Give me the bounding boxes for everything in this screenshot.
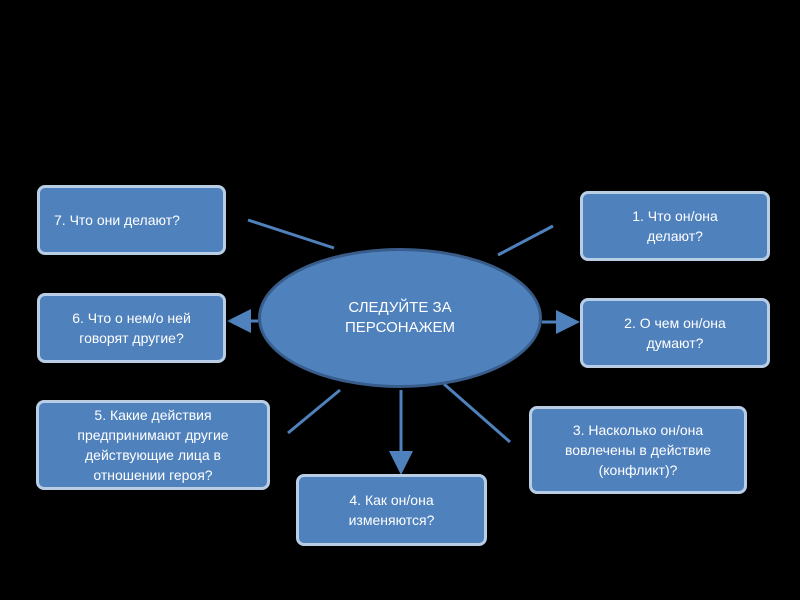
node-q2-line2: думают?: [646, 335, 704, 351]
connector-q3: [443, 382, 511, 444]
node-q2: 2. О чем он/она думают?: [580, 298, 770, 368]
node-q6-line1: 6. Что о нем/о ней: [72, 310, 191, 326]
node-q5-line2: предпринимают другие: [77, 427, 229, 443]
node-q5-line4: отношении героя?: [93, 467, 213, 483]
node-q3: 3. Насколько он/она вовлечены в действие…: [529, 406, 747, 494]
node-q2-line1: 2. О чем он/она: [624, 315, 726, 331]
node-q3-line2: вовлечены в действие: [565, 442, 711, 458]
node-q6-line2: говорят другие?: [79, 330, 184, 346]
node-q4-line1: 4. Как он/она: [349, 492, 434, 508]
node-q6: 6. Что о нем/о ней говорят другие?: [37, 293, 226, 363]
connector-q1: [497, 224, 554, 257]
node-q1: 1. Что он/она делают?: [580, 191, 770, 261]
connector-q7: [247, 218, 335, 250]
node-q5: 5. Какие действия предпринимают другие д…: [36, 400, 270, 490]
node-q5-line1: 5. Какие действия: [94, 407, 212, 423]
node-q3-line1: 3. Насколько он/она: [572, 422, 704, 438]
node-q4-line2: изменяются?: [348, 512, 435, 528]
node-q7: 7. Что они делают?: [37, 185, 226, 255]
node-q7-line1: 7. Что они делают?: [54, 212, 180, 228]
node-q4: 4. Как он/она изменяются?: [296, 474, 487, 546]
node-q3-line3: (конфликт)?: [598, 462, 678, 478]
central-topic-line1: СЛЕДУЙТЕ ЗА: [348, 299, 452, 316]
node-q5-line3: действующие лица в: [85, 447, 221, 463]
central-topic-ellipse: СЛЕДУЙТЕ ЗА ПЕРСОНАЖЕМ: [258, 248, 542, 388]
node-q1-line1: 1. Что он/она: [632, 208, 718, 224]
connector-q5: [287, 388, 341, 435]
central-topic-line2: ПЕРСОНАЖЕМ: [345, 319, 455, 336]
node-q1-line2: делают?: [647, 228, 703, 244]
